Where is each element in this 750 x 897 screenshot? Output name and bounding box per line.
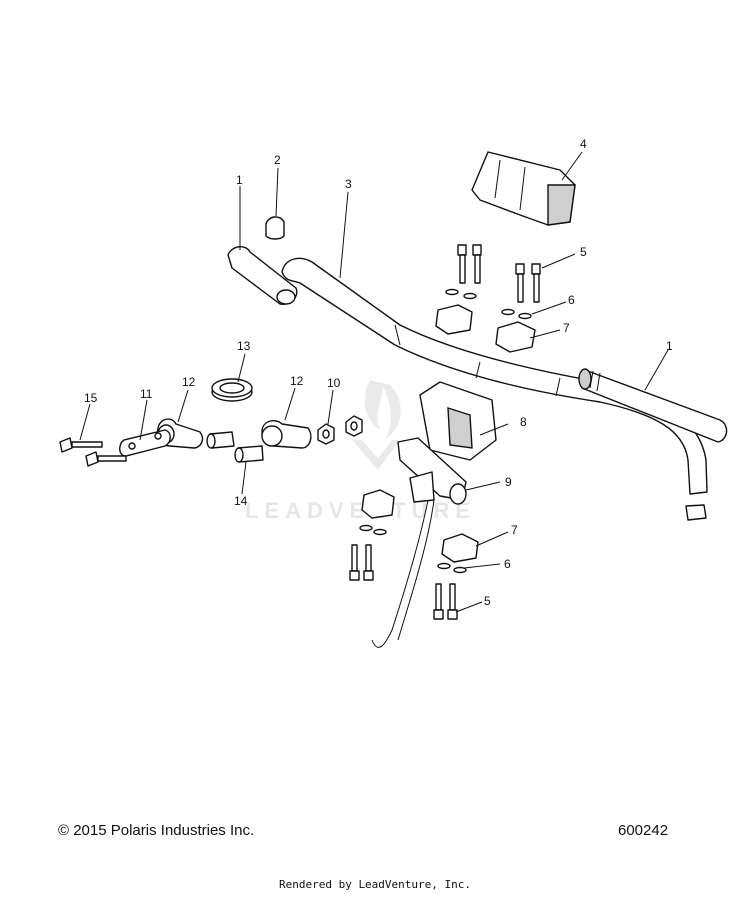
callout-13: 13 <box>237 339 251 353</box>
callout-6-lower: 6 <box>504 557 511 571</box>
callout-1-left: 1 <box>236 173 243 187</box>
callout-4: 4 <box>580 137 587 151</box>
callout-7-lower: 7 <box>511 523 518 537</box>
part-tube <box>234 445 264 463</box>
part-nut-lower <box>345 415 363 437</box>
callout-11: 11 <box>140 387 153 401</box>
part-clamp-lower-right <box>441 533 479 563</box>
callout-10: 10 <box>327 376 341 390</box>
callout-5-lower: 5 <box>484 594 491 608</box>
callout-labels: 1 2 3 4 5 6 7 1 13 12 12 10 11 15 8 14 9… <box>84 137 673 608</box>
part-end-plug <box>685 504 707 521</box>
part-handlebar-cover <box>471 151 576 226</box>
part-clamp-upper-left <box>435 304 473 335</box>
part-cap <box>265 216 285 240</box>
part-bolts-upper-right <box>515 263 541 303</box>
callout-12-right: 12 <box>290 374 304 388</box>
part-handlebar-mount <box>419 381 497 461</box>
part-nut-upper <box>317 423 335 445</box>
part-riser <box>371 437 467 648</box>
callout-3: 3 <box>345 177 352 191</box>
rendered-by-credit: Rendered by LeadVenture, Inc. <box>278 878 472 891</box>
part-spacer <box>206 431 235 449</box>
part-clamp-upper-right <box>495 321 536 353</box>
callout-1-right: 1 <box>666 339 673 353</box>
callout-9: 9 <box>505 475 512 489</box>
part-clamp-lower-left <box>361 489 395 519</box>
part-bolts-lower-left <box>349 544 374 581</box>
callout-2: 2 <box>274 153 281 167</box>
part-washers-upper <box>445 288 532 320</box>
callout-7-upper: 7 <box>563 321 570 335</box>
part-washers-lower-left <box>359 524 387 536</box>
callout-12-left: 12 <box>182 375 196 389</box>
part-bolts-upper-left <box>457 244 482 284</box>
callout-14: 14 <box>234 494 248 508</box>
callout-6-upper: 6 <box>568 293 575 307</box>
part-ring <box>211 378 253 402</box>
callout-leaders <box>79 151 669 613</box>
callout-8: 8 <box>520 415 527 429</box>
drawing-number: 600242 <box>618 822 669 839</box>
part-grip-right <box>578 368 728 443</box>
part-bolts-side <box>59 437 127 467</box>
part-washers-lower-right <box>437 562 467 574</box>
part-grip-left <box>227 246 298 305</box>
part-bar-clamp-right <box>261 420 312 449</box>
watermark-text: LEADVENTURE <box>245 498 476 523</box>
part-bolts-lower-right <box>433 583 458 620</box>
part-handlebar <box>281 257 708 495</box>
callout-15: 15 <box>84 391 98 405</box>
callout-5-upper: 5 <box>580 245 587 259</box>
part-plate <box>119 429 171 457</box>
copyright-text: © 2015 Polaris Industries Inc. <box>58 822 255 839</box>
